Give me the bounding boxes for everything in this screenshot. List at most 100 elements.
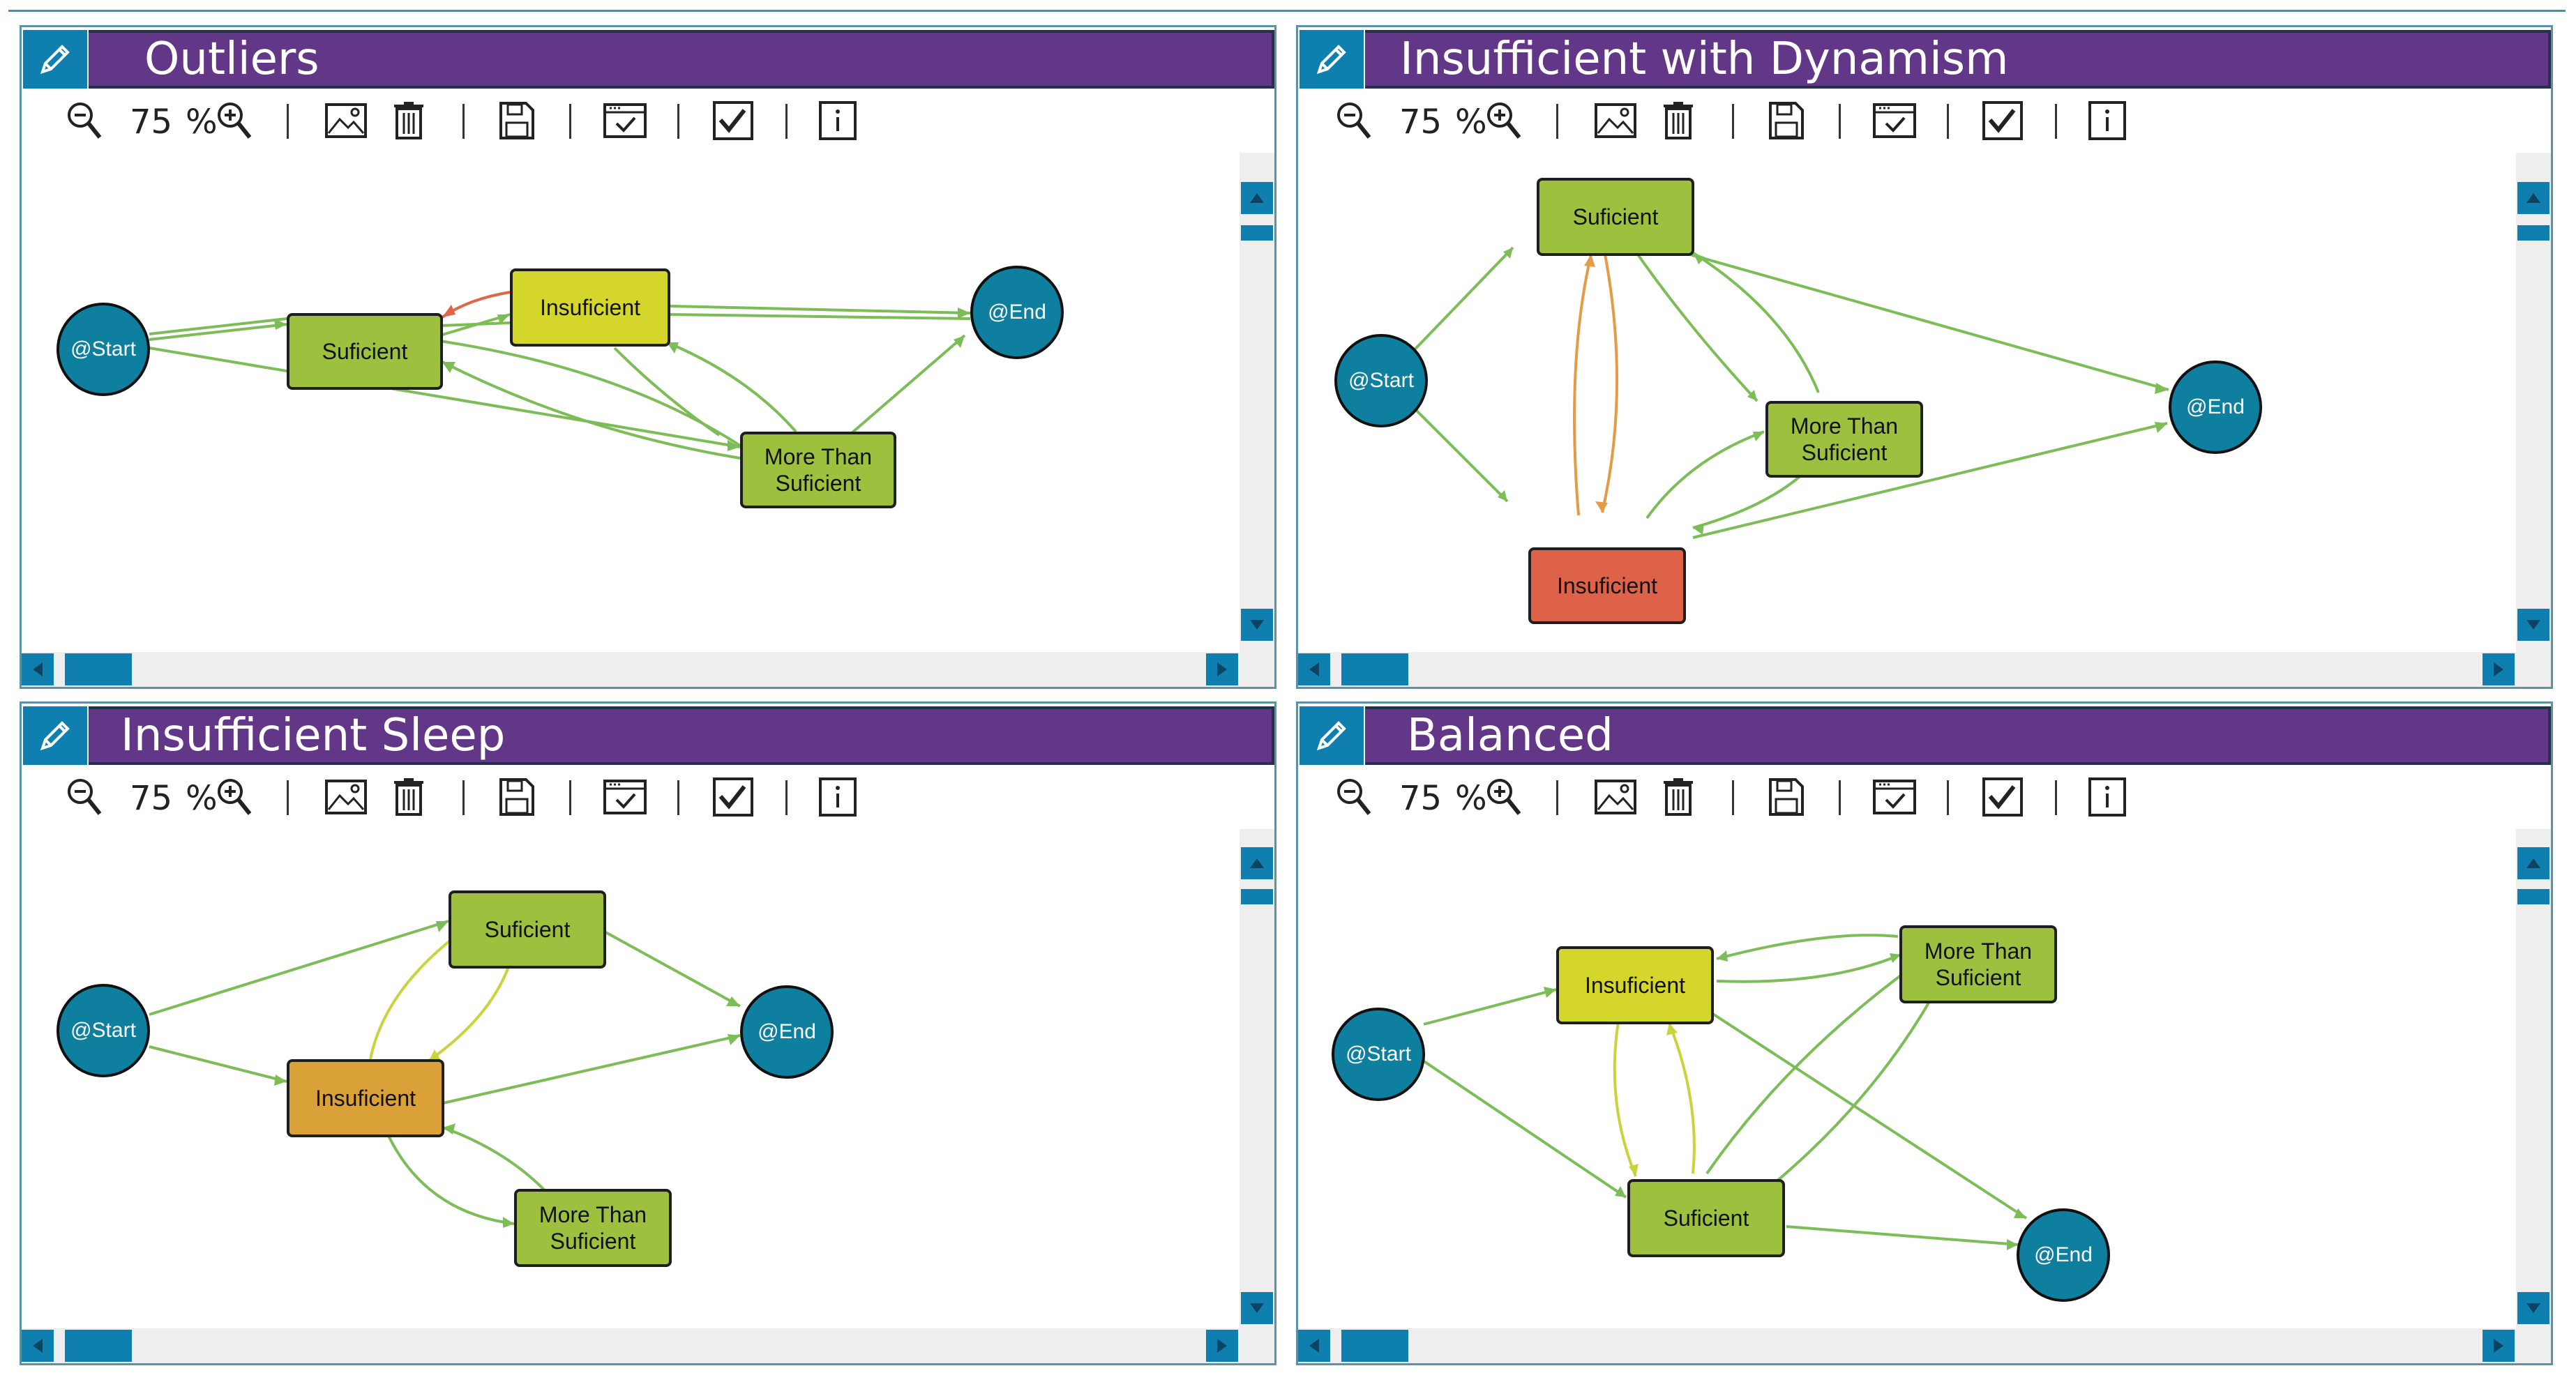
node-start[interactable]: @Start bbox=[57, 984, 150, 1077]
export-image-button[interactable] bbox=[1591, 98, 1640, 143]
scroll-thumb[interactable] bbox=[1241, 225, 1273, 241]
node-insuficient[interactable]: Insuficient bbox=[287, 1059, 444, 1137]
export-image-button[interactable] bbox=[322, 775, 370, 819]
edit-button[interactable] bbox=[23, 30, 87, 89]
save-button[interactable] bbox=[1765, 775, 1807, 819]
scroll-left-button[interactable] bbox=[1298, 1330, 1330, 1362]
node-end[interactable]: @End bbox=[970, 266, 1064, 359]
toolbar-separator bbox=[1732, 104, 1734, 139]
node-start[interactable]: @Start bbox=[57, 303, 150, 396]
node-suficient[interactable]: Suficient bbox=[1627, 1179, 1785, 1257]
node-insuficient[interactable]: Insuficient bbox=[510, 268, 670, 347]
horizontal-scrollbar[interactable] bbox=[22, 1328, 1274, 1363]
save-button[interactable] bbox=[496, 775, 538, 819]
scroll-down-button[interactable] bbox=[1241, 1292, 1273, 1324]
scroll-thumb[interactable] bbox=[65, 1330, 132, 1362]
save-button[interactable] bbox=[496, 98, 538, 143]
zoom-out-button[interactable] bbox=[63, 775, 105, 819]
calendar-button[interactable] bbox=[601, 775, 649, 819]
node-suficient[interactable]: Suficient bbox=[449, 890, 606, 969]
scroll-thumb[interactable] bbox=[65, 653, 132, 685]
vertical-scrollbar[interactable] bbox=[1240, 153, 1274, 662]
graph-canvas[interactable]: @Start @End Suficient Insuficient More T… bbox=[22, 829, 1241, 1338]
horizontal-scrollbar[interactable] bbox=[1298, 1328, 2551, 1363]
edge bbox=[670, 313, 971, 320]
zoom-out-button[interactable] bbox=[1333, 98, 1375, 143]
node-more-than-suficient[interactable]: More Than Suficient bbox=[1899, 925, 2057, 1003]
info-button[interactable] bbox=[817, 775, 859, 819]
zoom-in-button[interactable] bbox=[1483, 775, 1525, 819]
graph-canvas[interactable]: @Start @End Suficient Insuficient More T… bbox=[22, 153, 1241, 662]
scroll-thumb[interactable] bbox=[1241, 889, 1273, 904]
info-button[interactable] bbox=[817, 98, 859, 143]
zoom-out-button[interactable] bbox=[63, 98, 105, 143]
node-insuficient[interactable]: Insuficient bbox=[1528, 547, 1686, 624]
scroll-up-button[interactable] bbox=[2517, 847, 2549, 879]
node-start[interactable]: @Start bbox=[1334, 334, 1428, 427]
scroll-right-button[interactable] bbox=[2483, 1330, 2515, 1362]
node-more-than-suficient[interactable]: More Than Suficient bbox=[1765, 401, 1923, 478]
zoom-in-button[interactable] bbox=[213, 775, 255, 819]
node-more-than-suficient[interactable]: More Than Suficient bbox=[740, 432, 896, 508]
node-start[interactable]: @Start bbox=[1332, 1008, 1425, 1101]
scroll-left-button[interactable] bbox=[22, 653, 54, 685]
calendar-button[interactable] bbox=[1870, 98, 1919, 143]
delete-button[interactable] bbox=[388, 98, 430, 143]
node-label: More Than Suficient bbox=[1790, 413, 1899, 465]
graph-edges bbox=[149, 291, 971, 460]
panel-toolbar: 75 % bbox=[36, 771, 1012, 826]
delete-button[interactable] bbox=[1657, 775, 1699, 819]
scroll-right-button[interactable] bbox=[2483, 653, 2515, 685]
delete-button[interactable] bbox=[1657, 98, 1699, 143]
horizontal-scrollbar[interactable] bbox=[1298, 652, 2551, 687]
calendar-button[interactable] bbox=[601, 98, 649, 143]
check-button[interactable] bbox=[1978, 98, 2027, 143]
toolbar-separator bbox=[462, 104, 465, 139]
node-more-than-suficient[interactable]: More Than Suficient bbox=[514, 1189, 672, 1267]
check-button[interactable] bbox=[1978, 775, 2027, 819]
zoom-out-button[interactable] bbox=[1333, 775, 1375, 819]
info-button[interactable] bbox=[2086, 98, 2128, 143]
scroll-down-button[interactable] bbox=[2517, 609, 2549, 641]
delete-button[interactable] bbox=[388, 775, 430, 819]
export-image-button[interactable] bbox=[1591, 775, 1640, 819]
edit-button[interactable] bbox=[23, 706, 87, 765]
export-image-button[interactable] bbox=[322, 98, 370, 143]
scroll-thumb[interactable] bbox=[2517, 889, 2549, 904]
zoom-in-button[interactable] bbox=[1483, 98, 1525, 143]
scroll-left-button[interactable] bbox=[1298, 653, 1330, 685]
node-end[interactable]: @End bbox=[2017, 1208, 2110, 1302]
scroll-up-button[interactable] bbox=[1241, 847, 1273, 879]
node-suficient[interactable]: Suficient bbox=[287, 313, 443, 390]
vertical-scrollbar[interactable] bbox=[2516, 829, 2551, 1338]
node-suficient[interactable]: Suficient bbox=[1537, 178, 1694, 256]
edit-button[interactable] bbox=[1300, 30, 1364, 89]
graph-canvas[interactable]: @Start @End Suficient Insuficient More T… bbox=[1298, 153, 2517, 662]
toolbar-separator bbox=[1556, 780, 1558, 815]
info-button[interactable] bbox=[2086, 775, 2128, 819]
vertical-scrollbar[interactable] bbox=[2516, 153, 2551, 662]
graph-canvas[interactable]: @Start @End Insuficient More Than Sufici… bbox=[1298, 829, 2517, 1338]
scroll-up-button[interactable] bbox=[2517, 182, 2549, 214]
edge bbox=[1705, 966, 1913, 1175]
calendar-button[interactable] bbox=[1870, 775, 1919, 819]
zoom-in-button[interactable] bbox=[213, 98, 255, 143]
scroll-up-button[interactable] bbox=[1241, 182, 1273, 214]
check-button[interactable] bbox=[709, 98, 758, 143]
horizontal-scrollbar[interactable] bbox=[22, 652, 1274, 687]
check-button[interactable] bbox=[709, 775, 758, 819]
node-insuficient[interactable]: Insuficient bbox=[1556, 946, 1714, 1024]
save-button[interactable] bbox=[1765, 98, 1807, 143]
scroll-left-button[interactable] bbox=[22, 1330, 54, 1362]
scroll-right-button[interactable] bbox=[1206, 653, 1238, 685]
scroll-thumb[interactable] bbox=[2517, 225, 2549, 241]
scroll-down-button[interactable] bbox=[2517, 1292, 2549, 1324]
scroll-thumb[interactable] bbox=[1341, 653, 1408, 685]
scroll-down-button[interactable] bbox=[1241, 609, 1273, 641]
vertical-scrollbar[interactable] bbox=[1240, 829, 1274, 1338]
node-end[interactable]: @End bbox=[740, 985, 834, 1079]
scroll-thumb[interactable] bbox=[1341, 1330, 1408, 1362]
scroll-right-button[interactable] bbox=[1206, 1330, 1238, 1362]
node-end[interactable]: @End bbox=[2169, 360, 2262, 454]
edit-button[interactable] bbox=[1300, 706, 1364, 765]
